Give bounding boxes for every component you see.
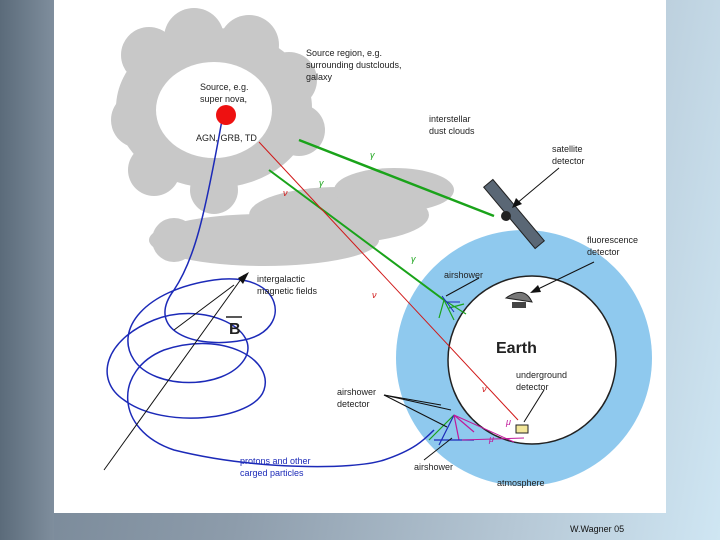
underground-label-1: underground — [516, 370, 567, 380]
gamma-ray-to-airshower — [268, 169, 445, 301]
top-airshower-blue — [441, 295, 460, 313]
source-region-label-2: surrounding dustclouds, — [306, 60, 402, 70]
fluorescence-pointer — [535, 261, 595, 291]
gamma-symbol-shower: γ — [411, 254, 416, 264]
satellite-label-1: satellite — [552, 144, 583, 154]
cosmic-ray-diagram: Source region, e.g. surrounding dustclou… — [103, 8, 652, 488]
dust-cloud-ring — [111, 8, 325, 214]
fluorescence-dish-icon — [504, 291, 533, 308]
source-region-label-3: galaxy — [306, 72, 333, 82]
fluorescence-label-2: detector — [587, 247, 620, 257]
airshower-detector-label-1: airshower — [337, 387, 376, 397]
airshower-bottom-label: airshower — [414, 462, 453, 472]
neutrino-path — [258, 141, 519, 421]
fluorescence-pointer-arrowhead — [530, 285, 541, 293]
fluorescence-label-1: fluorescence — [587, 235, 638, 245]
underground-detector-box — [515, 424, 529, 434]
diagram-panel: Source region, e.g. surrounding dustclou… — [54, 0, 666, 513]
nu-symbol-mid: ν — [372, 290, 377, 300]
gamma-ray-to-satellite — [298, 138, 495, 218]
nu-symbol-earth: ν — [482, 384, 487, 394]
source-dot — [216, 105, 236, 125]
atmosphere-label: atmosphere — [497, 478, 545, 488]
charged-particle-path — [106, 119, 435, 468]
top-airshower-fan — [438, 299, 467, 321]
intergalactic-label-2: magnetic fields — [257, 286, 318, 296]
mu-symbol-lower: μ — [488, 434, 494, 444]
source-label-1: Source, e.g. — [200, 82, 249, 92]
interstellar-dust-cloud — [149, 168, 454, 266]
satellite-pointer-arrowhead — [512, 198, 522, 208]
slide-left-shade — [0, 0, 54, 540]
source-region-label-1: Source region, e.g. — [306, 48, 382, 58]
muon-track-underground — [461, 437, 525, 441]
airshower-detector-pointers — [383, 394, 452, 428]
b-pointer-arrowhead — [238, 272, 249, 284]
protons-label-2: carged particles — [240, 468, 304, 478]
airshower-bottom-pointer — [423, 437, 453, 461]
satellite-label-2: detector — [552, 156, 585, 166]
protons-label-1: protons and other — [240, 456, 311, 466]
cloud-ring-hole — [156, 62, 272, 158]
b-field-label: B — [229, 321, 241, 338]
earth-label: Earth — [496, 340, 537, 357]
airshower-top-label: airshower — [444, 270, 483, 280]
source-label-2: super nova, — [200, 94, 247, 104]
mu-symbol-upper: μ — [505, 417, 511, 427]
nu-symbol-upper: ν — [283, 188, 288, 198]
source-types-label: AGN, GRB, TD — [196, 133, 257, 143]
interstellar-label-2: dust clouds — [429, 126, 475, 136]
interstellar-label-1: interstellar — [429, 114, 471, 124]
satellite-pointer — [515, 167, 560, 205]
airshower-top-pointer — [445, 277, 480, 297]
footer-credit: W.Wagner 05 — [570, 524, 625, 534]
earth-disc — [447, 275, 617, 445]
underground-pointer — [523, 389, 545, 423]
gamma-symbol-upper: γ — [370, 150, 375, 160]
gamma-symbol-lower: γ — [319, 178, 324, 188]
underground-label-2: detector — [516, 382, 549, 392]
b-pointer-line — [173, 284, 235, 331]
intergalactic-label-1: intergalactic — [257, 274, 306, 284]
b-field-line — [103, 274, 245, 471]
airshower-detector-label-2: detector — [337, 399, 370, 409]
satellite-icon — [482, 178, 546, 250]
muon-track — [453, 414, 515, 443]
